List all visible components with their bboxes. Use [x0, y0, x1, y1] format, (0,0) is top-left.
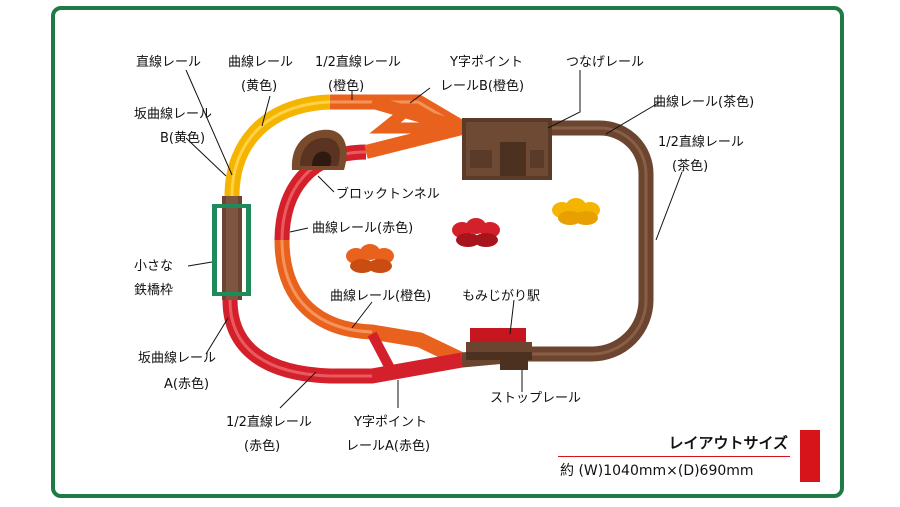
rail-red-lower	[222, 299, 464, 384]
label-half-straight-brown-1: 1/2直線レール	[658, 134, 744, 150]
label-slope-a-1: 坂曲線レール	[138, 350, 216, 366]
label-y-point-b-1: Y字ポイント	[449, 55, 523, 70]
connect-rail-building	[462, 118, 552, 180]
label-y-point-a-1: Y字ポイント	[353, 415, 427, 430]
rail-yellow	[224, 94, 331, 197]
label-connect-rail: つなげレール	[566, 55, 644, 70]
decor-leaves-orange	[346, 244, 394, 273]
label-y-point-b-2: レールB(橙色)	[440, 78, 524, 94]
layout-size-title: レイアウトサイズ	[668, 434, 788, 452]
label-slope-a-2: A(赤色)	[164, 376, 209, 392]
diagram-frame	[51, 6, 844, 498]
momiji-station-building	[466, 328, 532, 360]
label-slope-b-1: 坂曲線レール	[134, 106, 212, 122]
label-half-straight-red-1: 1/2直線レール	[226, 414, 312, 430]
decor-leaves-red	[452, 218, 500, 247]
layout-size-box: レイアウトサイズ 約 (W)1040mm×(D)690mm	[556, 430, 826, 482]
label-curve-yellow-2: (黄色)	[241, 78, 277, 94]
rail-bridge	[212, 196, 251, 300]
label-curve-red: 曲線レール(赤色)	[312, 220, 413, 236]
label-straight-rail: 直線レール	[136, 54, 201, 70]
label-half-straight-orange-2: (橙色)	[328, 78, 364, 94]
block-tunnel	[291, 129, 347, 170]
layout-size-accent-bar	[800, 430, 820, 482]
label-momiji-station: もみじがり駅	[462, 289, 540, 304]
layout-size-value: 約 (W)1040mm×(D)690mm	[560, 463, 754, 479]
label-small-bridge-1: 小さな	[134, 259, 173, 274]
rail-brown-loop	[528, 120, 654, 362]
label-small-bridge-2: 鉄橋枠	[134, 283, 173, 298]
label-block-tunnel: ブロックトンネル	[336, 186, 440, 202]
label-slope-b-2: B(黄色)	[160, 130, 205, 146]
layout-size-divider	[558, 456, 790, 457]
stop-rail	[500, 360, 528, 370]
label-half-straight-orange-1: 1/2直線レール	[315, 54, 401, 70]
decor-leaves-yellow	[552, 198, 600, 225]
label-half-straight-red-2: (赤色)	[244, 438, 280, 454]
label-curve-yellow-1: 曲線レール	[228, 54, 293, 70]
label-curve-orange: 曲線レール(橙色)	[330, 288, 431, 304]
label-y-point-a-2: レールA(赤色)	[346, 438, 430, 454]
rail-orange-top	[330, 94, 466, 135]
label-half-straight-brown-2: (茶色)	[672, 158, 708, 174]
rail-labels: 直線レール 曲線レール (黄色) 1/2直線レール (橙色) Y字ポイント レー…	[134, 54, 754, 454]
label-curve-brown: 曲線レール(茶色)	[653, 94, 754, 110]
rail-red-upper	[274, 144, 367, 241]
rail-orange-inner	[274, 121, 466, 367]
leader-lines	[185, 69, 683, 409]
label-stop-rail: ストップレール	[490, 391, 581, 406]
